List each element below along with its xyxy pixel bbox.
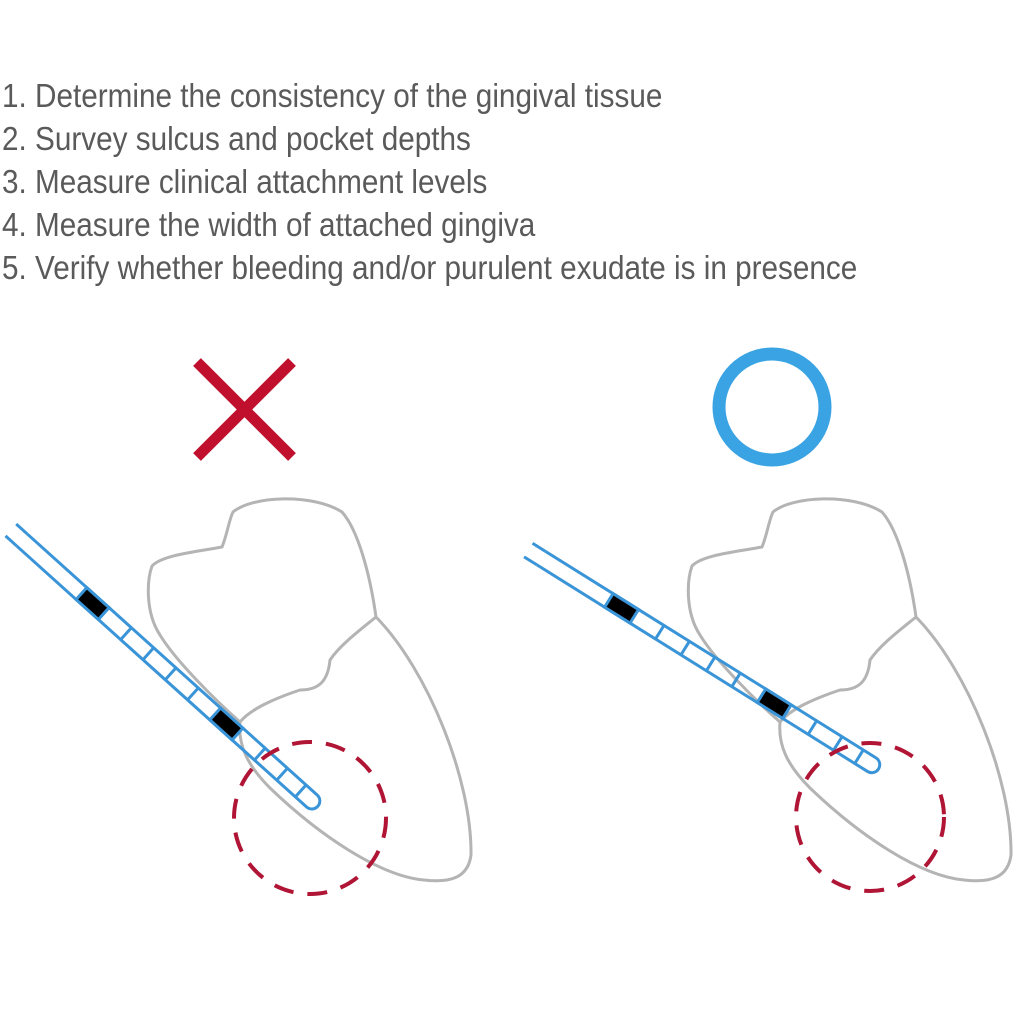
step-1: 1. Determine the consistency of the ging… bbox=[2, 74, 857, 117]
x-mark-icon bbox=[193, 358, 296, 461]
step-text: Survey sulcus and pocket depths bbox=[35, 120, 471, 157]
highlight-circle bbox=[232, 740, 388, 896]
step-5: 5. Verify whether bleeding and/or purule… bbox=[2, 246, 857, 289]
step-3: 3. Measure clinical attachment levels bbox=[2, 160, 857, 203]
instruction-list: 1. Determine the consistency of the ging… bbox=[2, 74, 952, 289]
step-number: 5. bbox=[2, 249, 27, 286]
step-number: 3. bbox=[2, 163, 27, 200]
step-number: 2. bbox=[2, 120, 27, 157]
step-4: 4. Measure the width of attached gingiva bbox=[2, 203, 857, 246]
correct-panel bbox=[522, 347, 1013, 893]
highlight-circle bbox=[794, 741, 946, 893]
step-text: Measure clinical attachment levels bbox=[35, 163, 488, 200]
step-number: 4. bbox=[2, 206, 27, 243]
periodontal-probe bbox=[3, 522, 325, 814]
incorrect-panel bbox=[3, 358, 473, 896]
periodontal-probe bbox=[522, 541, 885, 778]
step-text: Verify whether bleeding and/or purulent … bbox=[35, 249, 858, 286]
circle-mark-icon bbox=[712, 347, 832, 467]
step-text: Measure the width of attached gingiva bbox=[35, 206, 536, 243]
step-2: 2. Survey sulcus and pocket depths bbox=[2, 117, 857, 160]
step-number: 1. bbox=[2, 77, 27, 114]
step-text: Determine the consistency of the gingiva… bbox=[35, 77, 663, 114]
